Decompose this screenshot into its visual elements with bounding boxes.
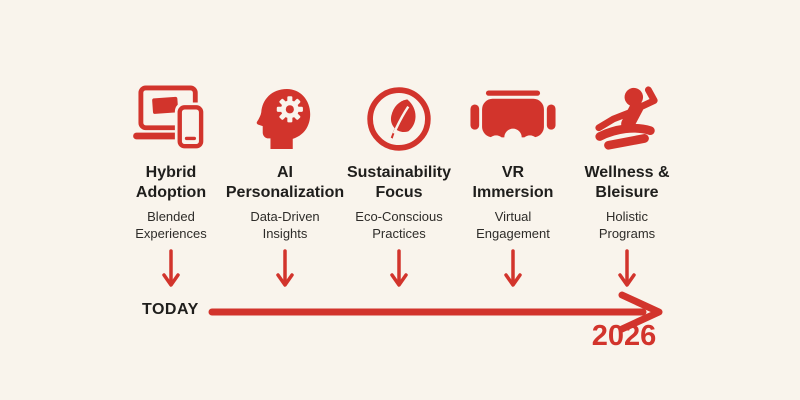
trend-subtitle: Holistic Programs xyxy=(598,209,656,241)
trend-subtitle: Data-Driven Insights xyxy=(250,209,320,241)
trend-column-vr-immersion: VR Immersion Virtual Engagement xyxy=(456,82,570,292)
trend-column-hybrid-adoption: Hybrid Adoption Blended Experiences xyxy=(114,82,228,292)
timeline-start-label: TODAY xyxy=(142,301,199,318)
trend-title: Sustainability Focus xyxy=(346,164,452,201)
trend-subtitle: Virtual Engagement xyxy=(476,209,550,241)
trend-subtitle: Eco-Conscious Practices xyxy=(355,209,443,241)
trend-column-sustainability-focus: Sustainability Focus Eco-Conscious Pract… xyxy=(342,82,456,292)
timeline-arrow-icon xyxy=(208,291,663,333)
head-gear-icon xyxy=(254,82,316,156)
trend-subtitle: Blended Experiences xyxy=(135,209,207,241)
down-arrow-icon xyxy=(618,249,636,287)
down-arrow-icon xyxy=(162,249,180,287)
down-arrow-icon xyxy=(276,249,294,287)
leaf-circle-icon xyxy=(366,82,432,156)
down-arrow-icon xyxy=(390,249,408,287)
person-relaxing-icon xyxy=(592,82,662,156)
laptop-phone-icon xyxy=(132,82,210,156)
timeline-end-label: 2026 xyxy=(591,320,657,352)
trend-title: Hybrid Adoption xyxy=(135,164,207,201)
trend-title: VR Immersion xyxy=(472,164,554,201)
vr-headset-icon xyxy=(470,82,556,156)
trend-title: AI Personalization xyxy=(225,164,345,201)
trend-column-ai-personalization: AI Personalization Data-Driven Insights xyxy=(226,82,344,292)
trend-column-wellness-bleisure: Wellness & Bleisure Holistic Programs xyxy=(570,82,684,292)
trend-title: Wellness & Bleisure xyxy=(584,164,670,201)
down-arrow-icon xyxy=(504,249,522,287)
trend-columns: Hybrid Adoption Blended Experiences xyxy=(114,82,684,292)
